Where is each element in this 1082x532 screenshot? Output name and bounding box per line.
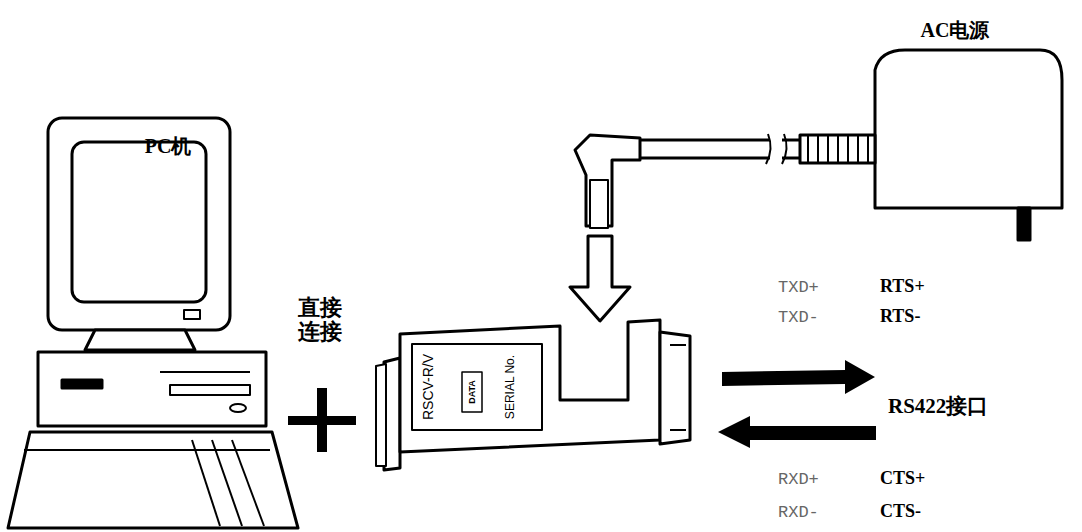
hollow-arrow <box>570 236 630 321</box>
strain-relief <box>800 135 875 163</box>
signal-name: RXD- <box>778 503 819 522</box>
signal-name: RTS- <box>880 306 920 327</box>
node-label: PC机 <box>145 133 192 160</box>
signal-name: RTS+ <box>880 276 925 297</box>
signal-name: TXD- <box>778 308 819 327</box>
power-adapter: AC电源 <box>570 8 1065 232</box>
ac-adapter <box>575 50 1062 240</box>
monitor-button <box>184 310 200 319</box>
device-body <box>400 320 660 452</box>
monitor-screen <box>72 142 206 302</box>
logo-text: DATA <box>467 380 477 404</box>
converter-device <box>376 320 690 470</box>
connection-note: 直接 连接 <box>298 296 344 344</box>
data-arrows <box>718 360 876 448</box>
adapter-prong <box>1018 208 1030 240</box>
converter-box: RSCV-R/V DATA SERIAL No. <box>400 325 660 443</box>
monitor-case <box>48 118 230 330</box>
serial-label: SERIAL No. <box>503 355 517 419</box>
device-sticker <box>412 344 542 430</box>
adapter-body <box>875 50 1062 208</box>
power-connector-arrow <box>570 236 630 321</box>
node-label: AC电源 <box>921 17 990 44</box>
model-name: RSCV-R/V <box>420 354 436 420</box>
drive-slot <box>62 380 102 388</box>
signal-name: RXD+ <box>778 470 819 489</box>
monitor-stand <box>85 330 195 350</box>
arrow-out <box>722 360 875 394</box>
arrow-in <box>718 416 876 448</box>
interface-label: RS422接口 <box>888 392 988 420</box>
logo-box <box>462 372 482 412</box>
signal-name: CTS- <box>880 501 921 522</box>
signal-name: CTS+ <box>880 468 925 489</box>
cpu-case <box>38 352 266 426</box>
plus-sign <box>288 388 356 452</box>
signal-name: TXD+ <box>778 278 819 297</box>
cable-ribs <box>808 136 868 162</box>
pc-unit: PC机 <box>30 60 305 532</box>
keyboard <box>8 432 298 528</box>
plug-tip <box>590 180 608 228</box>
db-connector-right <box>660 332 690 444</box>
